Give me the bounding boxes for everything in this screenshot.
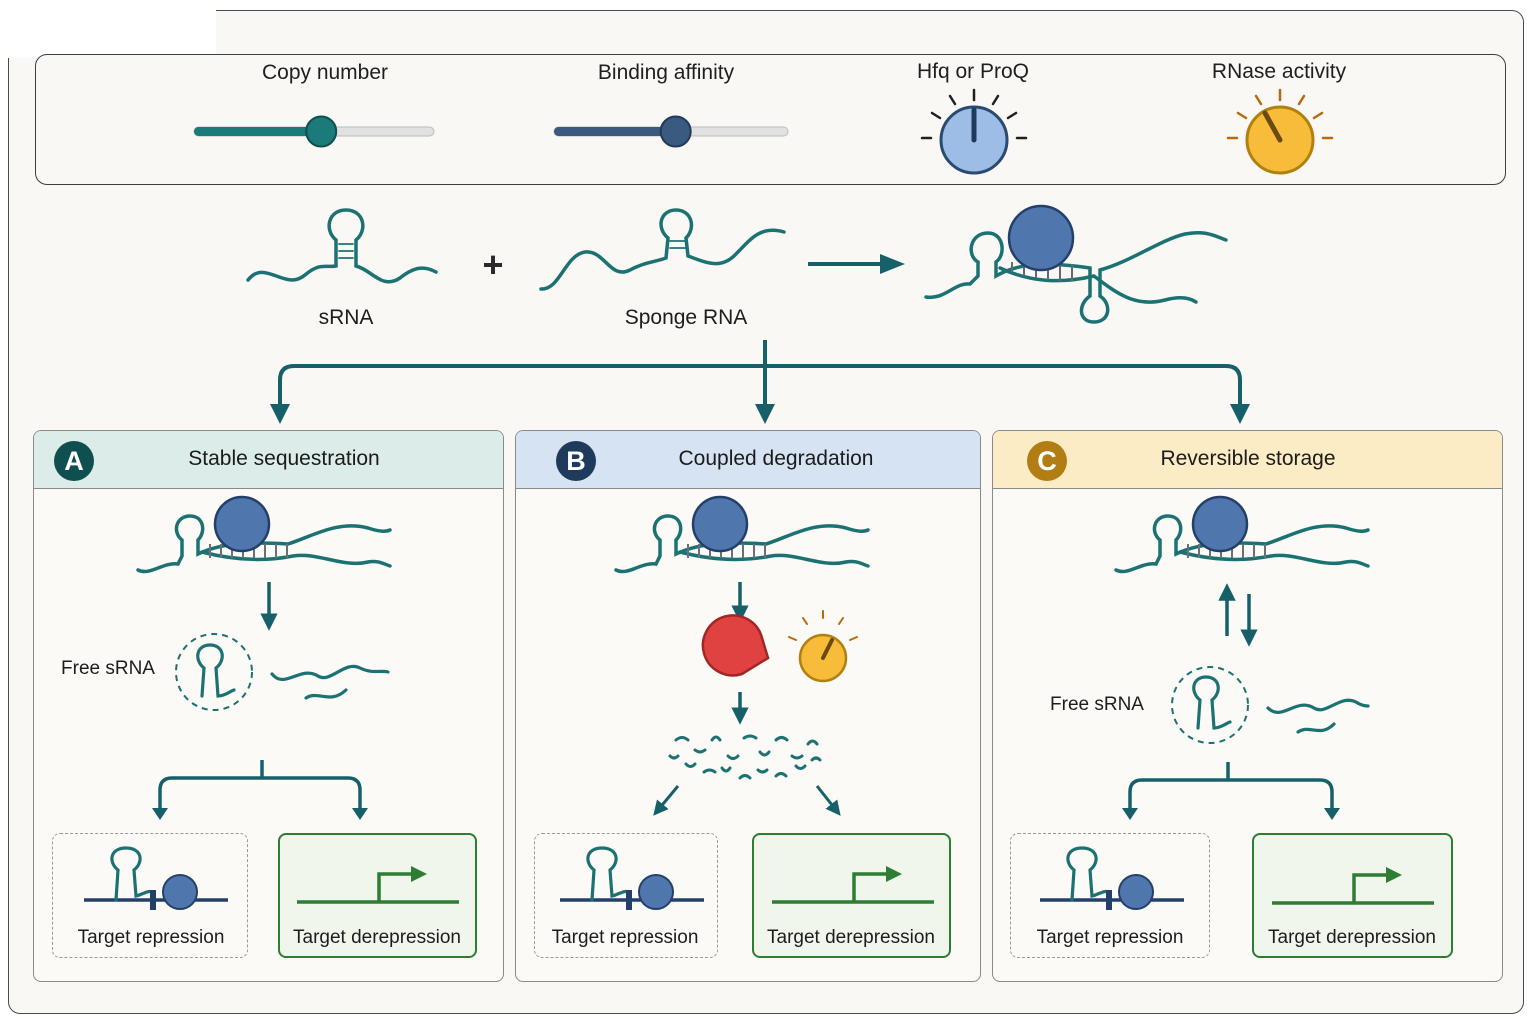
hfq-dial[interactable] <box>920 88 1028 175</box>
panel-a-free-srna-label: Free sRNA <box>61 658 155 679</box>
sponge-rna-molecule <box>539 208 786 291</box>
panel-c-free-srna-label: Free sRNA <box>1050 694 1144 715</box>
target-repression-icon <box>560 846 704 910</box>
panel-b-badge: B <box>556 441 596 481</box>
panel-complex <box>614 495 870 574</box>
free-srna-circle <box>1171 666 1249 744</box>
copy-number-fill <box>194 127 322 136</box>
rnase-label: RNase activity <box>1211 60 1347 83</box>
binding-affinity-knob[interactable] <box>659 115 692 148</box>
hfq-protein <box>1191 495 1249 553</box>
binding-affinity-label: Binding affinity <box>597 61 735 84</box>
panel-complex <box>1114 495 1370 574</box>
panel-b-title: Coupled degradation <box>678 447 874 470</box>
rnase-enzyme-icon <box>701 614 770 677</box>
binding-affinity-fill <box>554 127 676 136</box>
srna-label: sRNA <box>318 306 374 329</box>
panel-a-derepression-label: Target derepression <box>293 927 461 948</box>
panel-a-header <box>34 431 503 489</box>
hfq-protein <box>213 495 271 553</box>
target-repression-icon <box>1040 846 1184 910</box>
panel-a-badge: A <box>54 441 94 481</box>
panel-complexes <box>136 495 1370 574</box>
target-derepression-icon <box>297 866 459 904</box>
copy-number-slider[interactable] <box>193 115 435 148</box>
panel-c-badge: C <box>1027 441 1067 481</box>
panel-b-derepression-box <box>752 833 951 958</box>
panel-a-repression-label: Target repression <box>77 927 225 948</box>
reaction-arrow <box>808 254 905 274</box>
plus-sign: + <box>482 244 504 285</box>
panel-a-diagram <box>152 582 390 820</box>
branch-connectors <box>270 340 1250 424</box>
panel-complex <box>136 495 392 574</box>
panel-c-header <box>993 431 1502 489</box>
copy-number-label: Copy number <box>261 61 389 84</box>
rnase-small-dial-icon <box>788 610 858 683</box>
hfq-label: Hfq or ProQ <box>916 60 1030 83</box>
hfq-protein <box>691 495 749 553</box>
outcome-icons <box>84 846 1434 910</box>
hfq-protein <box>1007 204 1075 272</box>
panel-b-diagram <box>653 582 858 816</box>
panel-c-title: Reversible storage <box>1160 447 1336 470</box>
srna-molecule <box>246 208 438 284</box>
corner-blank <box>0 0 216 58</box>
panel-b-repression-label: Target repression <box>551 927 699 948</box>
target-derepression-icon <box>772 866 934 904</box>
rnase-dial[interactable] <box>1226 88 1334 175</box>
sponge-rna-label: Sponge RNA <box>624 306 748 329</box>
free-srna-circle <box>175 633 253 711</box>
panel-a-title: Stable sequestration <box>188 447 380 470</box>
target-derepression-icon <box>1272 867 1434 905</box>
panel-c-derepression-label: Target derepression <box>1268 927 1436 948</box>
sponge-srna-complex <box>924 204 1228 324</box>
copy-number-knob[interactable] <box>305 115 338 148</box>
panel-b-derepression-label: Target derepression <box>767 927 935 948</box>
binding-affinity-slider[interactable] <box>553 115 789 148</box>
panel-c-repression-label: Target repression <box>1036 927 1184 948</box>
target-repression-icon <box>84 846 228 910</box>
panel-c-diagram <box>1122 583 1370 820</box>
rna-fragments <box>668 734 822 780</box>
